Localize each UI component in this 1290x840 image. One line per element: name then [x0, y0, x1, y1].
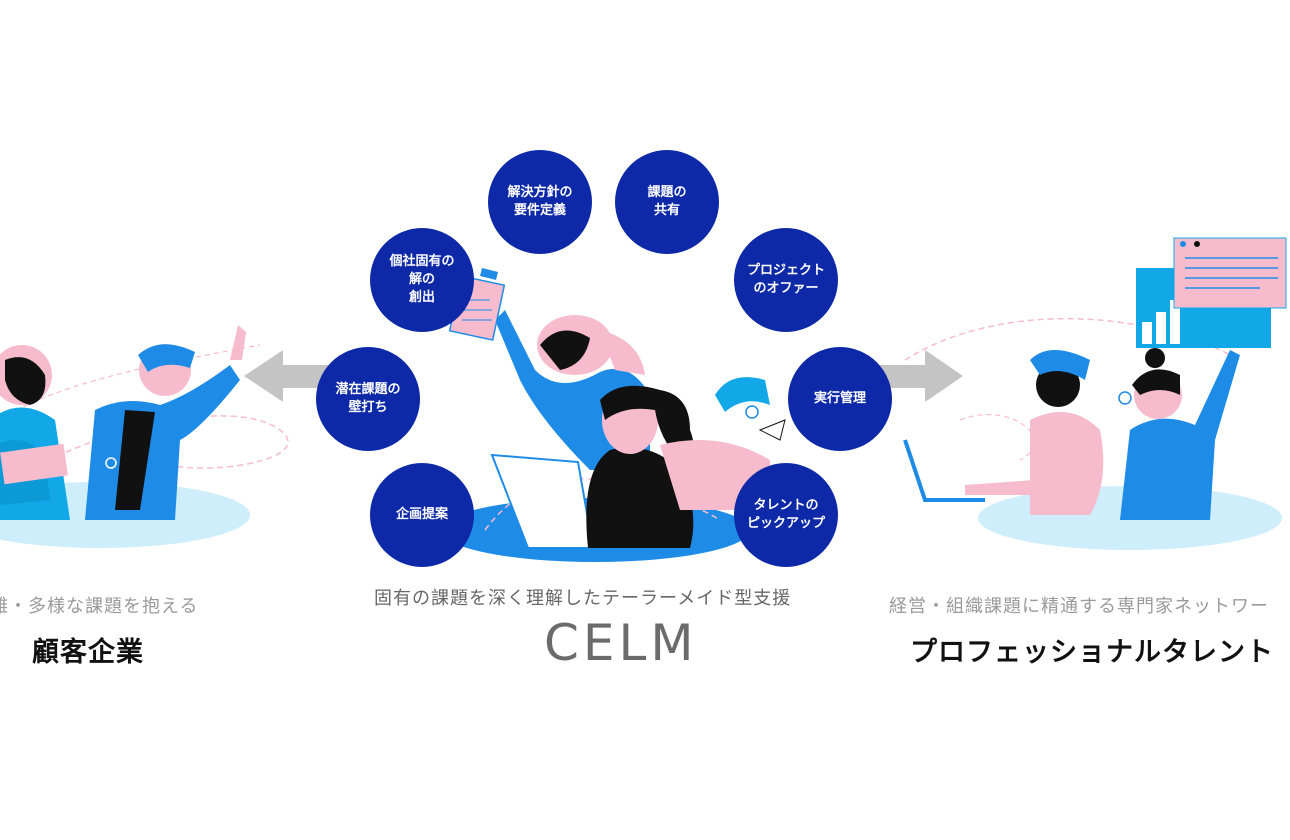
circle-issue-sharing: 課題の 共有 [615, 150, 719, 254]
client-woman [0, 345, 70, 520]
circle-requirement-definition: 解決方針の 要件定義 [488, 150, 592, 254]
left-title: 顧客企業 [32, 637, 144, 668]
center-scene [440, 268, 786, 562]
circle-talent-pickup: タレントの ピックアップ [734, 463, 838, 567]
circle-project-offer: プロジェクト のオファー [734, 228, 838, 332]
left-subtitle: 雑・多様な課題を抱える [0, 596, 199, 617]
right-scene [903, 237, 1287, 550]
circle-latent-issue-sparring: 潜在課題の 壁打ち [316, 347, 420, 451]
celm-logo: CELM [544, 614, 698, 672]
circle-unique-solution: 個社固有の 解の 創出 [370, 228, 474, 332]
left-arrow-icon [244, 350, 330, 402]
circle-planning-proposal: 企画提案 [370, 463, 474, 567]
circle-execution-management: 実行管理 [788, 347, 892, 451]
center-subtitle: 固有の課題を深く理解したテーラーメイド型支援 [374, 588, 792, 609]
right-subtitle: 経営・組織課題に精通する専門家ネットワー [889, 596, 1269, 617]
right-title: プロフェッショナルタレント [910, 637, 1274, 668]
right-arrow-icon [880, 350, 963, 402]
left-scene [0, 325, 289, 548]
client-man [85, 325, 246, 520]
